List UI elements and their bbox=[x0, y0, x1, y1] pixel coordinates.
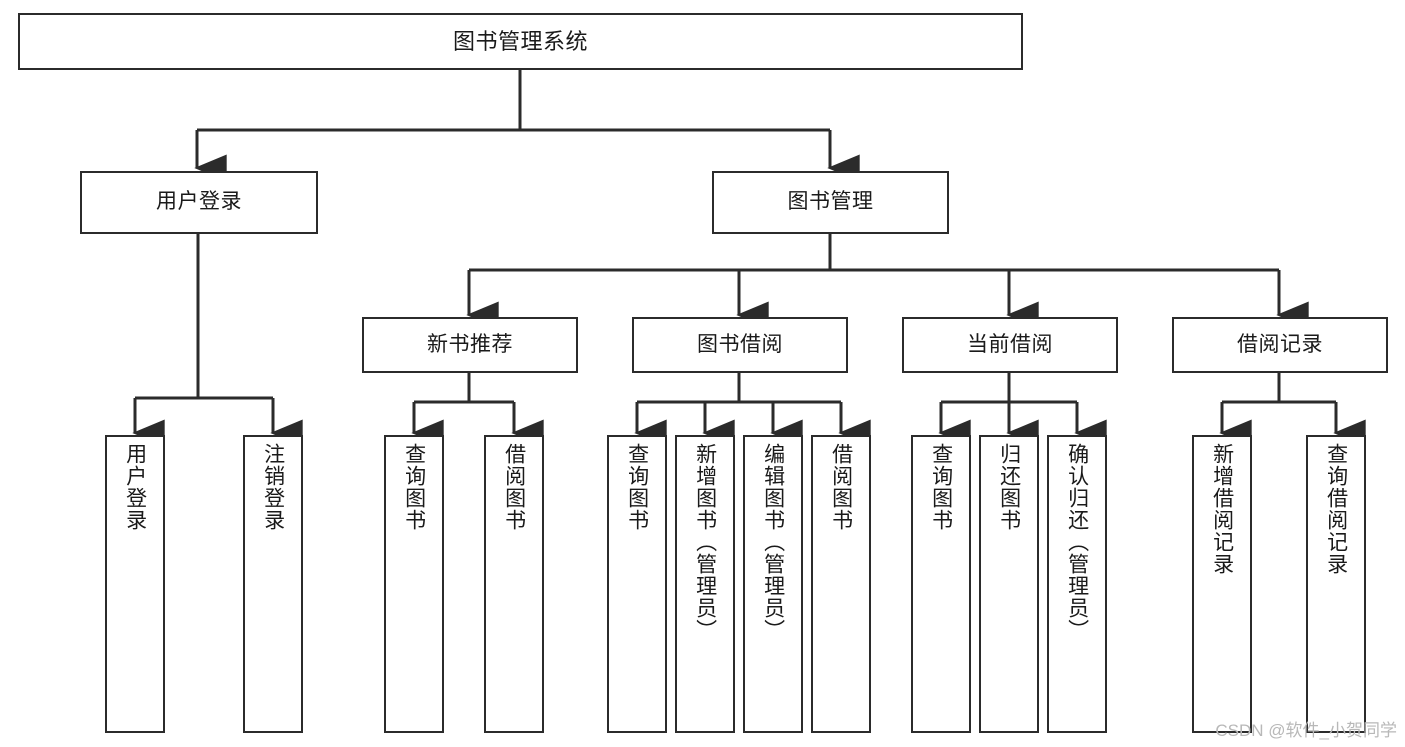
node-label: 查询图书 bbox=[929, 443, 953, 531]
leaf-user-login-login[interactable]: 用户登录 bbox=[105, 435, 165, 733]
node-label: 查询借阅记录 bbox=[1324, 443, 1348, 575]
node-new-book-recommend[interactable]: 新书推荐 bbox=[362, 317, 578, 373]
leaf-borrow-record-query[interactable]: 查询借阅记录 bbox=[1306, 435, 1366, 733]
node-label: 图书管理 bbox=[787, 190, 874, 214]
leaf-book-borrow-query[interactable]: 查询图书 bbox=[607, 435, 667, 733]
node-label: 用户登录 bbox=[123, 443, 147, 531]
leaf-current-borrow-return[interactable]: 归还图书 bbox=[979, 435, 1039, 733]
node-label: 注销登录 bbox=[261, 443, 285, 531]
node-label: 借阅图书 bbox=[502, 443, 526, 531]
node-label: 查询图书 bbox=[625, 443, 649, 531]
node-user-login[interactable]: 用户登录 bbox=[80, 171, 318, 234]
node-label: 编辑图书（管理员） bbox=[761, 443, 785, 641]
leaf-new-book-query[interactable]: 查询图书 bbox=[384, 435, 444, 733]
node-label: 新增借阅记录 bbox=[1210, 443, 1234, 575]
leaf-current-borrow-query[interactable]: 查询图书 bbox=[911, 435, 971, 733]
node-borrow-record[interactable]: 借阅记录 bbox=[1172, 317, 1388, 373]
node-label: 图书管理系统 bbox=[452, 28, 588, 54]
node-label: 确认归还（管理员） bbox=[1065, 443, 1089, 641]
node-label: 图书借阅 bbox=[697, 332, 783, 356]
leaf-borrow-record-add[interactable]: 新增借阅记录 bbox=[1192, 435, 1252, 733]
node-label: 借阅图书 bbox=[829, 443, 853, 531]
leaf-current-borrow-confirm-return[interactable]: 确认归还（管理员） bbox=[1047, 435, 1107, 733]
leaf-user-login-logout[interactable]: 注销登录 bbox=[243, 435, 303, 733]
node-label: 新增图书（管理员） bbox=[693, 443, 717, 641]
node-label: 归还图书 bbox=[997, 443, 1021, 531]
leaf-book-borrow-add[interactable]: 新增图书（管理员） bbox=[675, 435, 735, 733]
leaf-book-borrow-borrow[interactable]: 借阅图书 bbox=[811, 435, 871, 733]
leaf-new-book-borrow[interactable]: 借阅图书 bbox=[484, 435, 544, 733]
node-label: 借阅记录 bbox=[1237, 332, 1323, 356]
leaf-book-borrow-edit[interactable]: 编辑图书（管理员） bbox=[743, 435, 803, 733]
node-label: 查询图书 bbox=[402, 443, 426, 531]
node-root-system[interactable]: 图书管理系统 bbox=[18, 13, 1023, 70]
node-label: 用户登录 bbox=[156, 190, 242, 214]
node-label: 新书推荐 bbox=[427, 332, 513, 356]
node-book-borrow[interactable]: 图书借阅 bbox=[632, 317, 848, 373]
node-label: 当前借阅 bbox=[967, 332, 1053, 356]
node-book-management[interactable]: 图书管理 bbox=[712, 171, 949, 234]
watermark: CSDN @软件_小贺同学 bbox=[1215, 721, 1397, 740]
node-current-borrow[interactable]: 当前借阅 bbox=[902, 317, 1118, 373]
